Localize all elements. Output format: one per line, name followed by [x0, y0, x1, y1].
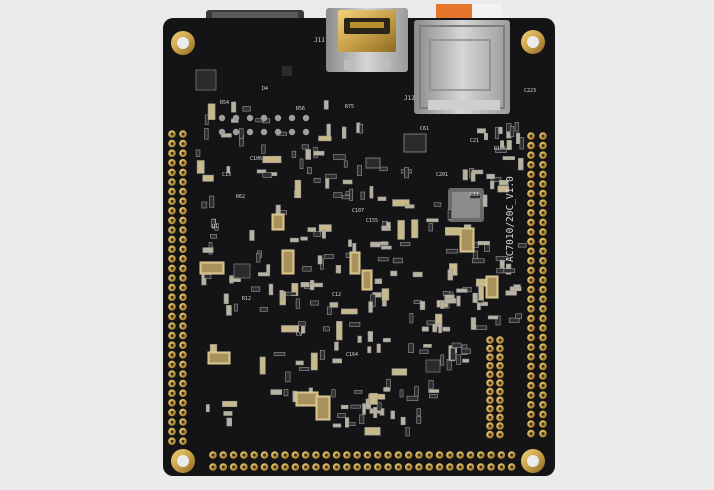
component-designator: C223: [524, 88, 536, 94]
component-designator: D4: [262, 86, 268, 92]
sd-card-socket: [414, 20, 510, 114]
component-designator: L11: [470, 192, 479, 198]
sd-connector-label: J12: [404, 95, 415, 102]
right-header-pads: [527, 132, 547, 438]
component-designator: C164: [346, 352, 358, 358]
small-ics: [195, 66, 441, 373]
component-designator: R56: [296, 106, 305, 112]
component-designator: C9: [296, 332, 302, 338]
board-model-label: AC7010/20C_V1.0: [505, 176, 516, 262]
left-header-pads: [168, 130, 187, 446]
component-designator: R54: [220, 100, 229, 106]
smd-components: [195, 100, 527, 437]
component-designator: C12: [332, 292, 341, 298]
component-designator: C21: [470, 138, 479, 144]
component-designator: U1: [212, 224, 218, 230]
component-designator: C201: [436, 172, 448, 178]
mounting-holes: [171, 30, 545, 473]
component-designator: R62: [236, 194, 245, 200]
component-designator: R75: [345, 104, 354, 110]
bottom-header-pads: [209, 451, 516, 471]
inner-right-pin-header: [486, 336, 504, 439]
component-designator: C155: [366, 218, 378, 224]
micro-usb-connector: [326, 8, 408, 72]
component-designator: C61: [420, 126, 429, 132]
component-designator: R106: [494, 146, 506, 152]
component-designator: C107: [352, 208, 364, 214]
usb-connector-label: J11: [314, 37, 325, 44]
component-designator: C13: [222, 172, 231, 178]
component-designator: C106: [250, 156, 262, 162]
component-designator: R12: [242, 296, 251, 302]
